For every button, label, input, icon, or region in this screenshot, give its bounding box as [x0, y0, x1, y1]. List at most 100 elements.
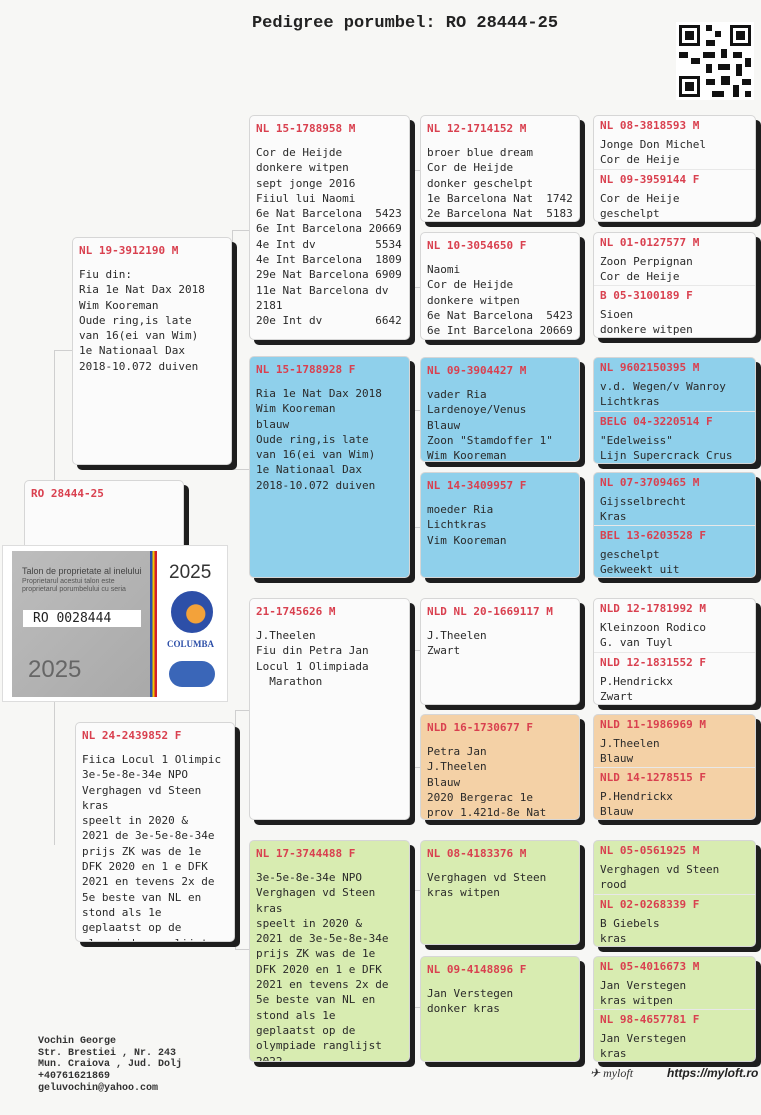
ring-number: NL 98-4657781 F	[600, 1013, 700, 1026]
pigeon-note: kras witpen	[427, 886, 500, 900]
pigeon-note: 2021 de 3e-5e-8e-34e	[256, 932, 389, 946]
pigeon-note: van 16(ei van Wim)	[79, 329, 199, 343]
owner-city: Mun. Craiova , Jud. Dolj	[38, 1059, 183, 1071]
pigeon-note: Sioen	[600, 308, 634, 321]
owner-name: Vochin George	[38, 1036, 117, 1047]
pigeon-note: Petra Jan	[427, 745, 487, 758]
ring-number: BEL 13-6203528 F	[600, 529, 706, 542]
pigeon-note: rood	[600, 878, 627, 891]
ring-number: NL 14-3409957 F	[427, 479, 527, 492]
pigeon-note: geplaatst op de	[82, 921, 182, 935]
pigeon-note: Kras	[600, 510, 627, 523]
ring-number: NLD 14-1278515 F	[600, 771, 706, 784]
pigeon-note: 2022	[256, 1054, 283, 1062]
ring-number: NLD 12-1781992 M	[600, 602, 706, 615]
coupon-year-large: 2025	[28, 656, 82, 683]
pigeon-note: Cor de Heijde	[427, 161, 514, 175]
pigeon-note: 6e Nat Barcelona 5423	[256, 207, 402, 221]
pigeon-note: Jan Verstegen	[600, 979, 687, 992]
pigeon-note: vader Ria	[427, 388, 487, 401]
pigeon-note: Fiica Locul 1 Olimpic	[82, 753, 222, 766]
pigeon-note: 1e Nationaal Dax	[256, 463, 362, 477]
pigeon-note: donkere witpen	[256, 161, 349, 175]
pigeon-note: Gijsselbrecht	[600, 495, 687, 508]
pigeon-note: Lijn Supercrack Crus	[600, 448, 733, 462]
pigeon-card-subject[interactable]: RO 28444-25	[24, 480, 184, 550]
pigeon-note: J.Theelen	[427, 760, 487, 774]
pigeon-note: Vim Kooreman	[427, 533, 507, 547]
pigeon-note: 5e beste van NL en	[82, 890, 202, 904]
pigeon-note: Jan Verstegen	[600, 1032, 687, 1045]
pigeon-note: Blauw	[427, 775, 461, 789]
owner-street: Str. Brestiei , Nr. 243	[38, 1047, 177, 1059]
ring-number: NL 10-3054650 F	[427, 239, 527, 252]
pigeon-note: 5e beste van NL en	[256, 993, 376, 1007]
ring-number: NL 05-4016673 M	[600, 960, 700, 973]
pigeon-note: speelt in 2020 &	[256, 916, 362, 930]
pigeon-note: kras	[600, 931, 627, 945]
pigeon-note: Cor de Heije	[600, 270, 680, 283]
pigeon-note: Ria 1e Nat Dax 2018	[256, 387, 382, 400]
coupon-ring-number: RO 0028444	[23, 610, 141, 627]
pigeon-note: Verghagen vd Steen	[82, 783, 202, 797]
bird-icon: ✈	[590, 1066, 604, 1080]
pigeon-note: J.Theelen	[600, 737, 660, 750]
ring-number: NL 05-0561925 M	[600, 844, 700, 857]
pigeon-note: 2e Barcelona Nat 5183	[427, 207, 573, 221]
pigeon-note: donker kras	[427, 1002, 500, 1016]
pigeon-note: Oude ring,is late	[256, 432, 369, 446]
pigeon-note: Lichtkras	[600, 395, 660, 408]
ring-number: NL 19-3912190 M	[79, 244, 179, 257]
ring-number: NLD 16-1730677 F	[427, 721, 533, 734]
pigeon-note: Lardenoye/Venus	[427, 403, 527, 417]
pigeon-note: blauw	[256, 417, 290, 431]
pigeon-note: J.Theelen	[427, 629, 487, 642]
pigeon-note: Fiiul lui Naomi	[256, 191, 356, 205]
coupon-subtitle-line: proprietarul porumbelului cu seria	[22, 586, 126, 593]
pigeon-note: kras	[256, 901, 283, 915]
pigeon-card-gen4[interactable]: BELG 04-3220514 F"Edelweiss"Lijn Supercr…	[594, 410, 755, 464]
coupon-brand: COLUMBA	[167, 639, 214, 649]
page-title: Pedigree porumbel: RO 28444-25	[251, 14, 559, 33]
pigeon-note: kras	[82, 798, 109, 812]
ring-number: NL 17-3744488 F	[256, 847, 356, 860]
pigeon-note: J.Theelen	[256, 629, 316, 642]
owner-email: geluvochin@yahoo.com	[38, 1082, 159, 1094]
ring-number: NL 08-4183376 M	[427, 847, 527, 860]
myloft-link[interactable]: https://myloft.ro	[667, 1066, 759, 1080]
